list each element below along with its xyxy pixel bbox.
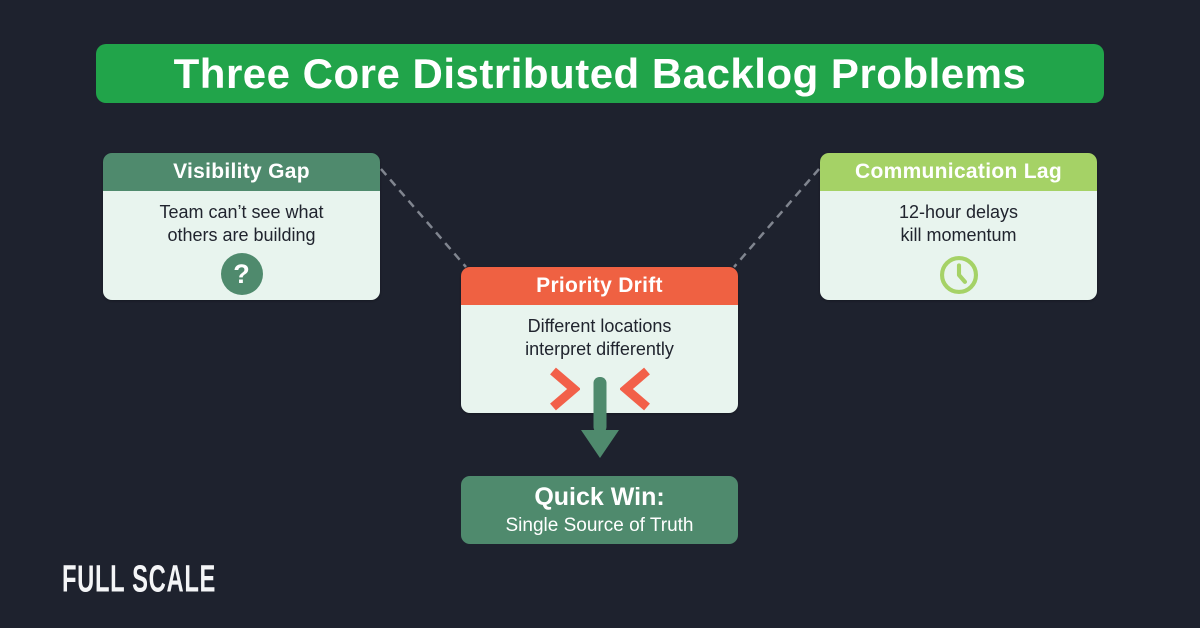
page-title: Three Core Distributed Backlog Problems bbox=[173, 49, 1027, 97]
card-visibility-gap-line1: Team can’t see what bbox=[159, 202, 324, 222]
dashed-connector-right bbox=[733, 168, 820, 268]
card-communication-lag-text: 12-hour delays kill momentum bbox=[820, 191, 1097, 247]
title-banner: Three Core Distributed Backlog Problems bbox=[96, 44, 1104, 103]
converging-chevrons-icon bbox=[461, 367, 738, 411]
card-priority-drift-title: Priority Drift bbox=[536, 274, 663, 297]
card-communication-lag-line1: 12-hour delays bbox=[898, 202, 1019, 222]
card-communication-lag-line2: kill momentum bbox=[900, 225, 1017, 245]
card-communication-lag: Communication Lag 12-hour delays kill mo… bbox=[820, 153, 1097, 300]
card-visibility-gap-text: Team can’t see what others are building bbox=[103, 191, 380, 247]
clock-icon bbox=[820, 253, 1097, 297]
quick-win-subtitle: Single Source of Truth bbox=[505, 514, 694, 536]
card-visibility-gap-body: Team can’t see what others are building … bbox=[103, 191, 380, 300]
chevron-left-icon bbox=[619, 367, 650, 411]
card-visibility-gap-line2: others are building bbox=[167, 225, 316, 245]
card-priority-drift-line1: Different locations bbox=[527, 316, 672, 336]
card-priority-drift-body: Different locations interpret differentl… bbox=[461, 305, 738, 413]
card-visibility-gap: Visibility Gap Team can’t see what other… bbox=[103, 153, 380, 300]
card-priority-drift: Priority Drift Different locations inter… bbox=[461, 267, 738, 413]
card-visibility-gap-title: Visibility Gap bbox=[173, 160, 310, 183]
chevron-right-icon bbox=[549, 367, 580, 411]
quick-win-box: Quick Win: Single Source of Truth bbox=[461, 476, 738, 544]
dashed-connector-left bbox=[380, 168, 467, 268]
question-mark-icon: ? bbox=[103, 253, 380, 295]
card-communication-lag-header: Communication Lag bbox=[820, 153, 1097, 191]
card-priority-drift-header: Priority Drift bbox=[461, 267, 738, 305]
card-communication-lag-title: Communication Lag bbox=[855, 160, 1062, 183]
card-priority-drift-line2: interpret differently bbox=[525, 339, 674, 359]
quick-win-heading: Quick Win: bbox=[534, 483, 665, 512]
card-communication-lag-body: 12-hour delays kill momentum bbox=[820, 191, 1097, 300]
card-priority-drift-text: Different locations interpret differentl… bbox=[461, 305, 738, 361]
card-visibility-gap-header: Visibility Gap bbox=[103, 153, 380, 191]
full-scale-logo: FULL SCALE bbox=[62, 557, 217, 601]
